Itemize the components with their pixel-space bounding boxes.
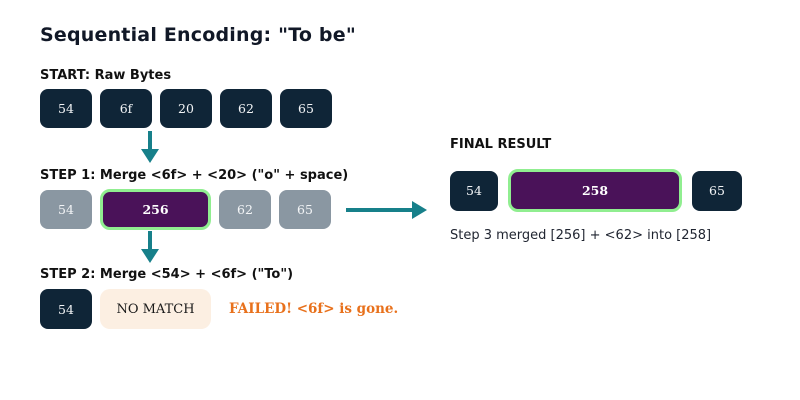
final-result-caption: Step 3 merged [256] + <62> into [258]	[450, 228, 712, 243]
step1-row: 54 256 62 65	[40, 189, 339, 230]
page-title: Sequential Encoding: "To be"	[40, 24, 356, 46]
final-result-heading: FINAL RESULT	[450, 137, 552, 152]
arrow-down-icon	[138, 231, 162, 264]
arrow-down-icon	[138, 131, 162, 164]
step2-section-heading: STEP 2: Merge <54> + <6f> ("To")	[40, 267, 294, 282]
byte-box: 54	[40, 190, 92, 229]
byte-box: 6f	[100, 89, 152, 128]
raw-bytes-row: 54 6f 20 62 65	[40, 89, 340, 128]
final-result-row: 54 258 65	[450, 169, 742, 212]
byte-box: 65	[692, 170, 742, 211]
step2-row: 54 NO MATCH FAILED! <6f> is gone.	[40, 289, 398, 329]
arrow-right-icon	[346, 200, 428, 220]
byte-box: 65	[279, 190, 331, 229]
start-section-heading: START: Raw Bytes	[40, 68, 172, 83]
merged-token-box: 258	[508, 169, 682, 212]
failed-note: FAILED! <6f> is gone.	[229, 301, 399, 317]
byte-box: 62	[219, 190, 271, 229]
merged-token-box: 256	[100, 189, 211, 230]
byte-box: 54	[40, 289, 92, 329]
step1-section-heading: STEP 1: Merge <6f> + <20> ("o" + space)	[40, 168, 349, 183]
byte-box: 54	[450, 170, 498, 211]
byte-box: 65	[280, 89, 332, 128]
byte-box: 54	[40, 89, 92, 128]
no-match-box: NO MATCH	[100, 289, 211, 329]
byte-box: 62	[220, 89, 272, 128]
byte-box: 20	[160, 89, 212, 128]
